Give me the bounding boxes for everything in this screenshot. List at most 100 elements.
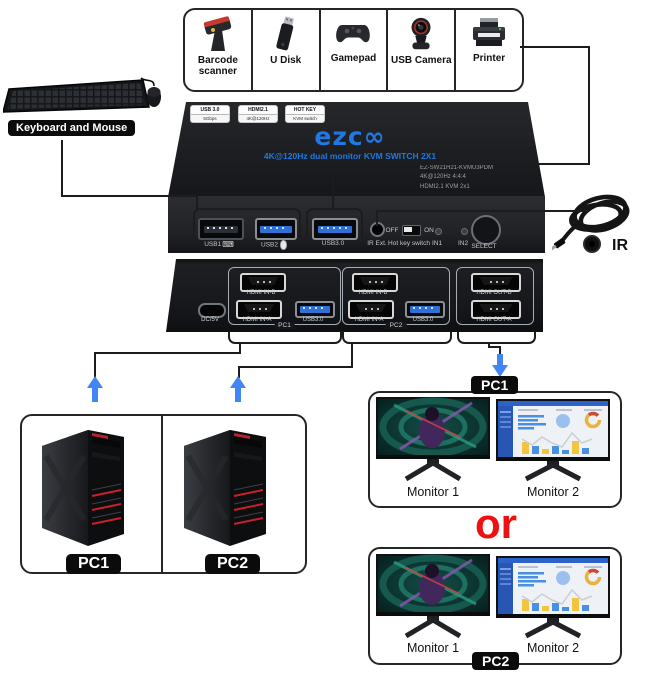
printer-icon: [473, 18, 506, 46]
peripheral-label: Barcode scanner: [197, 55, 238, 77]
hdmi-out-b-port: [471, 273, 521, 292]
line-to-pc1: [94, 352, 96, 378]
select-label: SELECT: [471, 242, 497, 250]
usb1-text: USB1: [204, 241, 222, 249]
line-to-monitors: [488, 346, 501, 348]
pc2-badge: PC2: [205, 554, 261, 574]
peripheral-label: Gamepad: [330, 53, 377, 64]
hdmi-out-a-label: HDMI OUT-A: [476, 316, 512, 323]
pc2-tower-image: [184, 430, 266, 546]
toggle-knob: [404, 227, 412, 232]
bracket-usb3: [306, 208, 363, 238]
monitor1-game-image: [376, 554, 490, 639]
model-line: EZ-SW21H21-KVMU3PDM: [420, 165, 494, 171]
monitor-group-pc2-badge: PC2: [472, 652, 520, 670]
monitor2-label: Monitor 2: [526, 485, 580, 499]
divider: [161, 416, 163, 572]
hdmi-in-b-label: HDMI IN-B: [358, 290, 388, 296]
pc1-tower-image: [42, 430, 124, 546]
badge-line1: USB 3.0: [191, 106, 229, 115]
peripheral-usb-camera: USB Camera: [388, 10, 457, 90]
usb1-label: USB1⌨: [194, 240, 244, 249]
kvm-front-face: USB1⌨ USB2 USB3.0 IR Ext. OFF ON Hot key…: [168, 196, 545, 253]
line-peripherals: [520, 46, 590, 48]
dc-port: [198, 303, 226, 318]
pc1-port-group: HDMI IN-B HDMI IN-A USB3.0 PC1: [228, 267, 341, 329]
peripheral-barcode-scanner: Barcode scanner: [185, 10, 253, 90]
usb-camera-icon: [411, 17, 431, 50]
rear-usb3-port: [405, 301, 445, 318]
device-title: 4K@120Hz dual monitor KVM SWITCH 2X1: [263, 151, 437, 161]
line-peripherals: [588, 46, 590, 165]
peripheral-gamepad: Gamepad: [321, 10, 389, 90]
hdmi-in-a-port: [236, 300, 282, 319]
badge-line1: HOT KEY: [286, 106, 324, 115]
monitor1-game-image: [376, 397, 490, 482]
line-to-pc1: [94, 352, 241, 354]
line-to-monitors: [488, 342, 490, 348]
hdmi-in-b-port: [352, 273, 398, 292]
bracket-out-ports: [457, 331, 536, 344]
ezcoo-logo: ezc∞: [314, 122, 386, 151]
ir-cable-image: [552, 194, 630, 253]
peripheral-u-disk: U Disk: [253, 10, 321, 90]
arrow-up-pc2: [230, 376, 246, 402]
pc2-port-group: HDMI IN-B HDMI IN-A USB3.0 PC2: [342, 267, 450, 329]
badge-line2: KVM switch: [286, 115, 324, 122]
gamepad-icon: [336, 25, 371, 43]
usb1-port: [198, 218, 244, 240]
pc2-group-label: PC2: [385, 322, 407, 329]
in2-label: IN2: [457, 240, 469, 247]
usb3-port: [312, 218, 358, 240]
hdmi-in-b-label: HDMI IN-B: [246, 290, 276, 296]
in1-led: [435, 228, 442, 235]
hdmi-in-b-port: [240, 273, 286, 292]
peripheral-label: USB Camera: [390, 55, 452, 66]
line-to-pc2: [238, 366, 353, 368]
line-to-monitors: [499, 346, 501, 356]
line-keyboard: [196, 195, 198, 209]
peripheral-label: Printer: [472, 53, 506, 64]
monitor1-label: Monitor 1: [406, 641, 460, 655]
mouse-icon: [279, 240, 287, 250]
monitor1-label: Monitor 1: [406, 485, 460, 499]
on-label: ON: [424, 227, 434, 234]
badge-line2: 4K@120Hz: [239, 115, 277, 122]
hdmi-in-a-label: HDMI IN-A: [354, 316, 384, 323]
ir-ext-label: IR Ext.: [367, 240, 387, 247]
usb2-label: USB2: [250, 240, 298, 250]
arrow-up-pc1: [87, 376, 103, 402]
usb2-port: [255, 218, 297, 240]
monitor2-dashboard-image: [496, 556, 610, 639]
keyboard-icon: ⌨: [222, 240, 234, 249]
out-port-group: HDMI OUT-B HDMI OUT-A: [456, 267, 534, 325]
peripheral-printer: Printer: [456, 10, 522, 90]
line-to-pc2: [351, 342, 353, 368]
hdmi-out-a-port: [471, 300, 521, 319]
keyboard-mouse-image: [3, 77, 161, 113]
kvm-top-face: USB 3.0 5Gbps HDMI2.1 4K@120Hz HOT KEY K…: [168, 102, 545, 197]
bracket-usb1-usb2: [193, 208, 301, 238]
model-line: 4K@120Hz 4:4:4: [420, 174, 466, 181]
line-to-pc2: [238, 366, 240, 378]
line-ir: [376, 210, 378, 226]
rear-usb3-label: USB3.0: [302, 316, 324, 323]
badge-hdmi21: HDMI2.1 4K@120Hz: [238, 105, 278, 123]
or-text: or: [475, 500, 517, 547]
ir-label: IR: [612, 237, 628, 254]
peripherals-panel: Barcode scanner U Disk Gamepad: [183, 8, 524, 92]
line-ir: [377, 210, 588, 212]
arrow-down-monitors: [492, 354, 508, 377]
badge-usb3: USB 3.0 5Gbps: [190, 105, 230, 123]
keyboard-mouse-badge: Keyboard and Mouse: [8, 120, 136, 136]
badge-line1: HDMI2.1: [239, 106, 277, 115]
rear-usb3-port: [295, 301, 335, 318]
usb3-label: USB3.0: [321, 240, 345, 247]
usb2-text: USB2: [261, 241, 278, 249]
monitor-group-pc1-badge: PC1: [471, 376, 519, 394]
hdmi-in-a-port: [348, 300, 394, 319]
badge-hotkey: HOT KEY KVM switch: [285, 105, 325, 123]
monitor2-label: Monitor 2: [526, 641, 580, 655]
pc1-group-label: PC1: [274, 322, 295, 329]
off-label: OFF: [385, 227, 399, 234]
